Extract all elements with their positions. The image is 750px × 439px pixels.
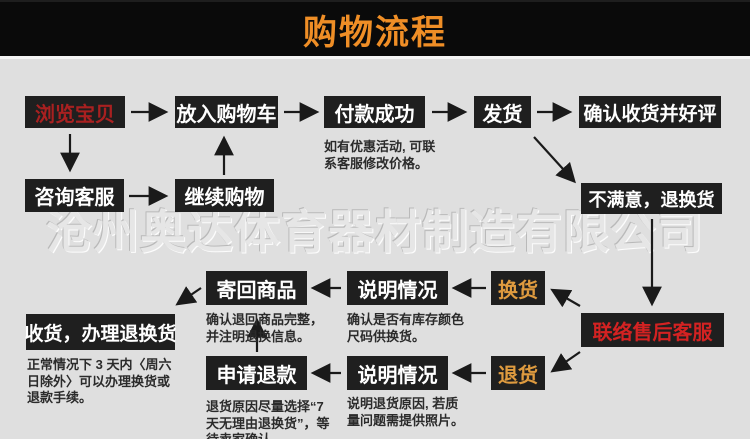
page-title: 购物流程	[303, 13, 447, 52]
note-payment: 如有优惠活动, 可联系客服修改价格。	[324, 139, 436, 171]
node-unsatisfied-return: 不满意，退换货	[581, 183, 722, 214]
node-send-back-item: 寄回商品	[206, 271, 307, 305]
node-explain-refund: 说明情况	[347, 356, 448, 390]
note-stock: 确认是否有库存颜色尺码供换货。	[347, 312, 465, 344]
note-send-back: 确认退回商品完整，并注明退换信息。	[206, 312, 324, 344]
arrow-sendback-to-receive-icon	[175, 286, 202, 306]
node-continue-shopping: 继续购物	[175, 179, 274, 212]
note-explain-refund: 说明退货原因, 若质量问题需提供照片。	[347, 396, 465, 428]
node-confirm-receipt: 确认收货并好评	[579, 96, 721, 128]
note-receive: 正常情况下 3 天内〈周六日除外〉可以办理换货或退款手续。	[27, 357, 172, 406]
node-add-to-cart: 放入购物车	[175, 96, 278, 128]
node-browse-item: 浏览宝贝	[25, 96, 125, 128]
node-ship: 发货	[474, 96, 531, 128]
header-divider	[0, 56, 750, 59]
arrow-aftersales-to-refund-icon	[550, 351, 581, 373]
header-banner: 购物流程	[0, 0, 750, 56]
arrow-aftersales-to-exchange-icon	[550, 288, 581, 308]
note-refund-reason: 退货原因尽量选择“7 天无理由退换货”，等待卖家确认。	[206, 399, 330, 439]
node-apply-refund: 申请退款	[206, 356, 307, 390]
node-consult-service: 咨询客服	[25, 179, 124, 212]
node-contact-aftersales: 联络售后客服	[581, 313, 724, 347]
node-exchange: 换货	[491, 271, 545, 305]
node-refund: 退货	[491, 356, 545, 390]
node-receive-process: 收货，办理退换货	[25, 314, 177, 350]
node-payment-success: 付款成功	[324, 96, 425, 128]
node-explain-exchange: 说明情况	[347, 271, 448, 305]
arrow-confirm-to-unsatisfied-icon	[533, 136, 576, 184]
